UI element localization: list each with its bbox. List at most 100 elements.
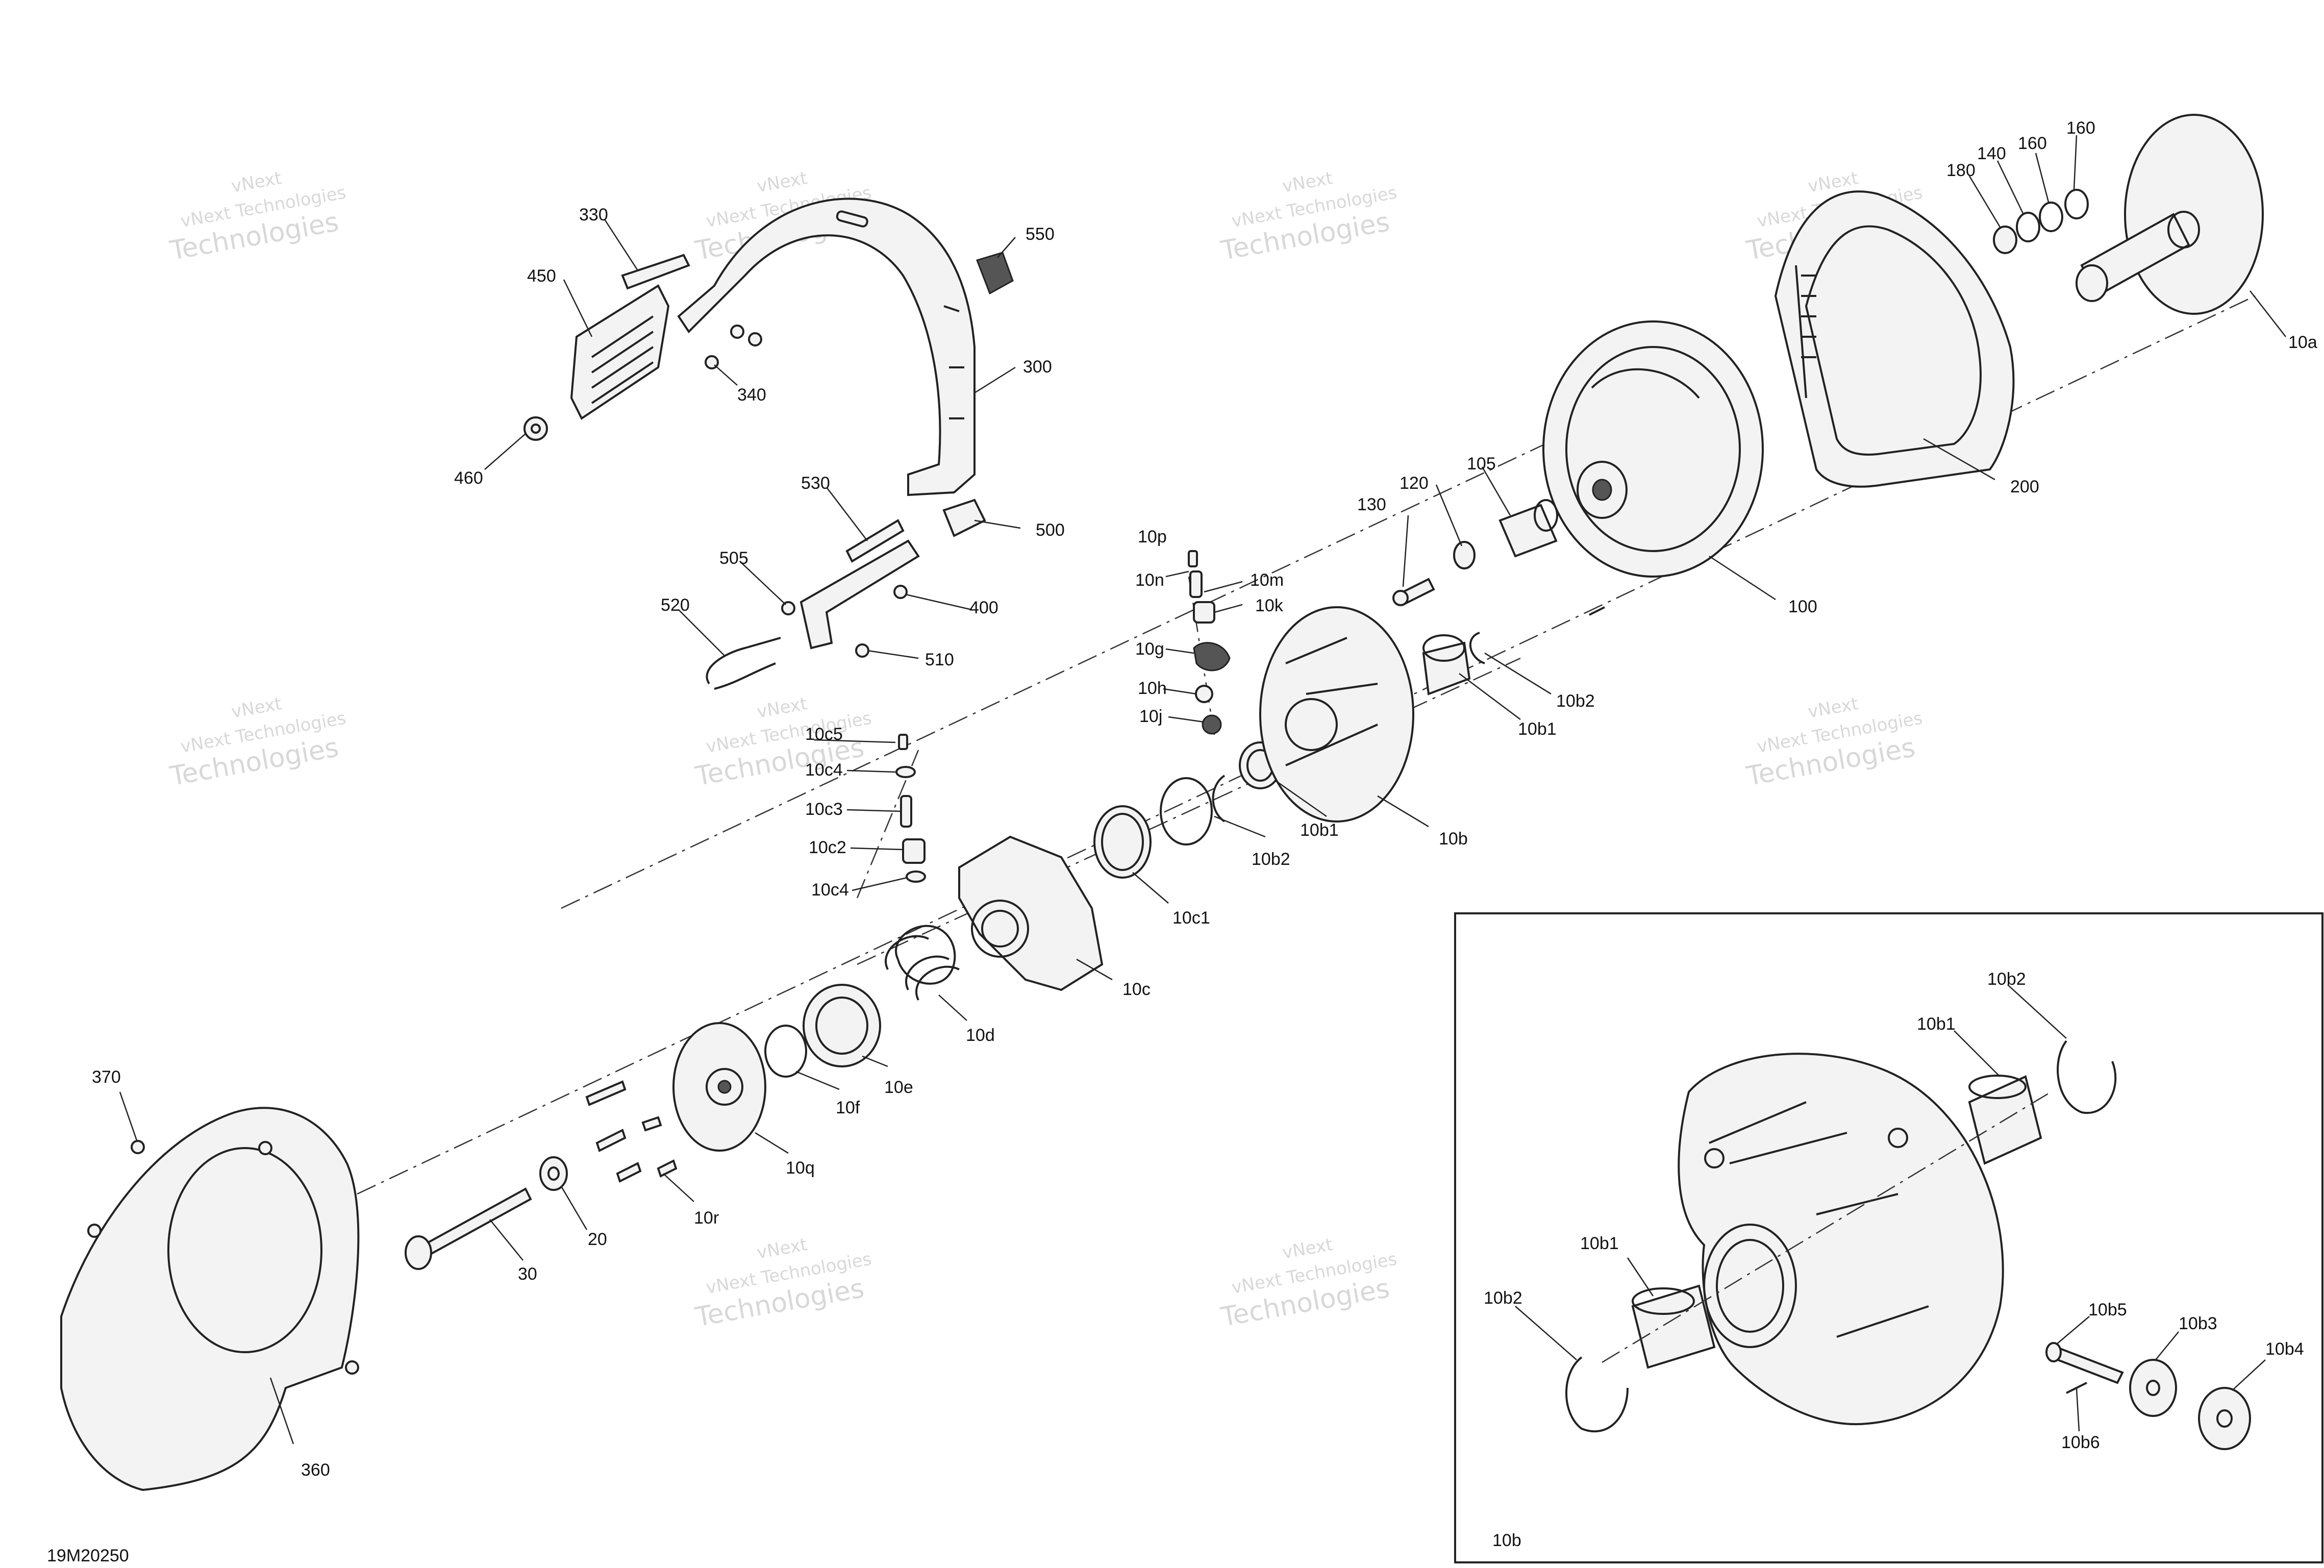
clip-330	[621, 254, 690, 290]
part-label: 10b6	[2061, 1433, 2100, 1452]
watermark-top: vNext	[755, 1234, 809, 1263]
part-label: 160	[2066, 118, 2095, 138]
part-label: 120	[1400, 474, 1429, 493]
ring-10b2-b	[1212, 775, 1226, 823]
part-label: 10b2	[1987, 969, 2026, 989]
part-label: 10b2	[1252, 850, 1290, 869]
part-label: 10b1	[1300, 820, 1339, 840]
part-label: 10c2	[809, 838, 846, 857]
part-label: 10p	[1138, 527, 1167, 546]
spider-10c	[958, 835, 1104, 991]
watermark: vNext vNext Technologies Technologies	[167, 693, 347, 792]
part-label: 450	[527, 266, 556, 286]
part-label: 10c4	[811, 880, 849, 900]
part-label: 10b1	[1580, 1234, 1619, 1253]
part-label: 130	[1357, 495, 1386, 514]
part-label: 10n	[1135, 570, 1164, 590]
part-label: 460	[454, 468, 483, 488]
part-label: 530	[801, 474, 830, 493]
part-label: 500	[1036, 520, 1065, 540]
watermark: vNext vNext Technologies Technologies	[1218, 168, 1398, 266]
watermark-top: vNext	[1281, 168, 1334, 197]
bushing-105	[1498, 499, 1558, 558]
part-label: 10b4	[2265, 1339, 2304, 1359]
screws-340	[705, 325, 762, 369]
part-label: 340	[737, 385, 766, 405]
part-label: 360	[301, 1460, 330, 1480]
watermark-top: vNext	[755, 168, 809, 197]
ring-10c1	[1093, 805, 1152, 879]
rings-180-160	[1993, 189, 2089, 254]
part-label: 10g	[1135, 639, 1164, 659]
pin-near-100	[1589, 606, 1605, 616]
part-label: 370	[92, 1067, 121, 1087]
watermark: vNext vNext Technologies Technologies	[1744, 693, 1924, 792]
part-label: 30	[518, 1264, 537, 1284]
spring-10d	[885, 925, 960, 1001]
part-label: 10b2	[1556, 691, 1595, 711]
part-label: 10k	[1255, 596, 1284, 615]
screws-10r	[585, 1080, 678, 1183]
movable-sheave-10b	[1259, 606, 1414, 823]
part-label: 550	[1026, 225, 1055, 244]
watermark-top: vNext	[230, 168, 283, 197]
part-label: 330	[579, 205, 608, 225]
part-label: 10h	[1138, 679, 1167, 698]
part-label: 10e	[884, 1078, 913, 1097]
part-label: 10m	[1250, 570, 1284, 590]
fixed-sheave-shaft-10a	[2076, 114, 2264, 315]
ring-10b2-a	[1160, 777, 1213, 845]
watermark: vNext vNext Technologies Technologies	[693, 1234, 873, 1333]
fastener-460	[523, 416, 548, 441]
part-labels: 330 450 460 340 550 300 530 500 505 400 …	[47, 118, 2317, 1565]
part-label: 10d	[966, 1026, 995, 1045]
part-label: 10c	[1122, 980, 1151, 999]
lower-guard-360	[60, 1107, 360, 1491]
watermark-top: vNext	[230, 693, 283, 723]
washer-120	[1453, 541, 1476, 569]
part-label: 140	[1977, 144, 2006, 163]
bolt-30	[405, 1187, 532, 1270]
inset-detail-10b	[1454, 912, 2323, 1563]
watermark-top: vNext	[1806, 693, 1860, 723]
part-label: 10b5	[2088, 1300, 2127, 1320]
part-label: 10f	[836, 1098, 860, 1117]
bushing-10b1-b	[1422, 634, 1471, 695]
watermark: vNext vNext Technologies Technologies	[167, 168, 347, 266]
leader-lines	[119, 135, 2286, 1445]
cover-plate-10q	[672, 1022, 766, 1152]
part-label: 10q	[786, 1158, 815, 1178]
part-label: 160	[2018, 134, 2047, 153]
part-label: 505	[719, 549, 748, 568]
part-label: 520	[661, 595, 690, 615]
part-label: 10c1	[1172, 908, 1210, 928]
part-label: 510	[925, 650, 954, 669]
figure-code: 19M20250	[47, 1546, 129, 1565]
part-label: 10r	[694, 1208, 719, 1228]
part-label: 105	[1467, 454, 1496, 474]
watermark-top: vNext	[1281, 1234, 1334, 1263]
ring-10b2-c	[1469, 632, 1485, 664]
roller-stack-10c	[895, 734, 926, 883]
part-label: 180	[1946, 161, 1976, 180]
washer-20	[539, 1156, 568, 1191]
screw-130	[1392, 578, 1435, 606]
part-label: 10b1	[1518, 719, 1557, 739]
part-label: 10b1	[1917, 1014, 1956, 1034]
part-label: 200	[2010, 477, 2039, 496]
upper-belt-guard-300	[677, 197, 976, 496]
watermark-top: vNext	[755, 693, 809, 723]
part-label: 10c4	[805, 760, 843, 780]
cap-550	[976, 252, 1014, 295]
part-label: 10b	[1439, 829, 1468, 849]
part-label: 10j	[1139, 707, 1162, 726]
part-label: 400	[969, 598, 998, 617]
part-label: 10b2	[1484, 1288, 1522, 1308]
part-label: 10b3	[2179, 1314, 2217, 1333]
watermark: vNext vNext Technologies Technologies	[693, 693, 873, 792]
part-label: 10c3	[805, 800, 843, 819]
cup-10e	[803, 984, 881, 1067]
inset-frame	[1454, 912, 2323, 1563]
part-label: 10c5	[805, 725, 843, 744]
